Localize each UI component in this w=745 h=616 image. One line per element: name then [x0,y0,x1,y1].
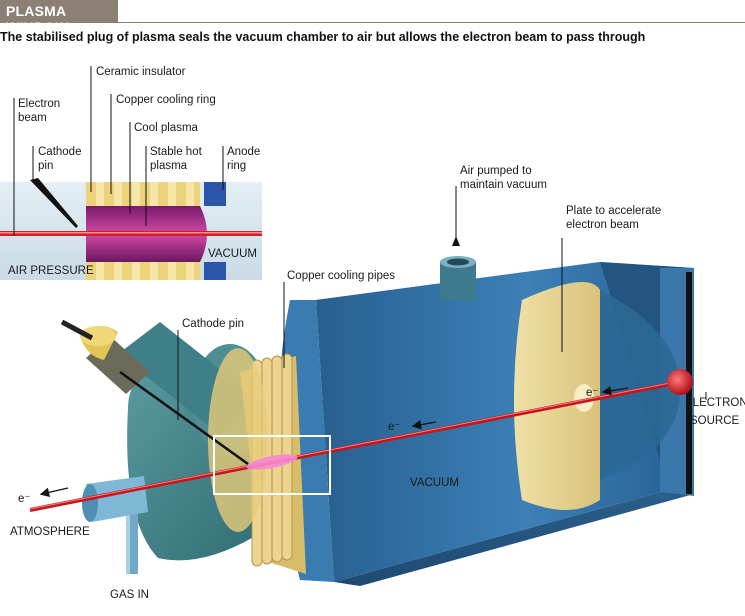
plate-aperture [574,384,594,412]
air-pump-pipe [440,186,476,300]
electron-source-sphere [667,369,693,395]
inset-top-rings [86,182,200,206]
label-plate-2: electron beam [566,219,639,231]
inset-bottom-rings [86,262,200,280]
label-vacuum: VACUUM [410,477,459,489]
label-stable-hot-2: plasma [150,160,188,172]
label-stable-hot-1: Stable hot [150,146,203,158]
label-cathode-pin-2: pin [38,160,53,172]
inset-anode-top [204,182,226,206]
label-copper-cooling-ring: Copper cooling ring [116,94,216,106]
inset-cross-section: Electron beam Cathode pin Ceramic insula… [0,66,262,280]
label-cathode-pin: Cathode pin [182,318,244,330]
label-e-minus-2: e⁻ [586,387,598,399]
vacuum-chamber [278,262,694,586]
label-plate-1: Plate to accelerate [566,205,661,217]
main-electron-beam [29,380,681,512]
plasma-plug [246,454,298,470]
beam-arrow-1 [411,419,437,430]
inset-anode-bottom [204,262,226,280]
label-electron-beam-1: Electron [18,98,60,110]
label-electron-beam-2: beam [18,112,47,124]
label-atmosphere: ATMOSPHERE [10,526,90,538]
label-anode-ring-1: Anode [227,146,260,158]
label-electron-source-1: ELECTRON [685,397,745,409]
page-subtitle: The stabilised plug of plasma seals the … [0,30,646,44]
label-air-pumped-1: Air pumped to [460,165,532,177]
beam-arrow-2 [601,386,629,396]
label-inset-vacuum: VACUUM [208,248,257,260]
atmosphere-outlet [82,476,148,522]
label-air-pumped-2: maintain vacuum [460,179,547,191]
header-rule [118,22,745,23]
label-anode-ring-2: ring [227,160,246,172]
header-tab: PLASMA WINDOW [0,0,118,35]
beam-arrow-3 [39,487,69,498]
plasma-highlight-box [213,435,331,495]
gas-in-pipe [126,504,138,574]
label-electron-source-2: SOURCE [690,415,740,427]
label-copper-cooling-pipes: Copper cooling pipes [287,270,395,282]
label-cathode-pin-1: Cathode [38,146,81,158]
label-air-pressure: AIR PRESSURE [8,265,94,277]
accelerator-plate [514,282,600,510]
label-ceramic-insulator: Ceramic insulator [96,66,186,78]
inset-cathode-pin [30,178,78,228]
cathode-assembly [60,319,249,466]
header-bar: PLASMA WINDOW [0,0,745,35]
page-title: PLASMA WINDOW [6,3,69,35]
label-e-minus-1: e⁻ [388,421,400,433]
label-gas-in: GAS IN [110,589,149,601]
label-cool-plasma: Cool plasma [134,122,199,134]
label-e-minus-3: e⁻ [18,493,30,505]
